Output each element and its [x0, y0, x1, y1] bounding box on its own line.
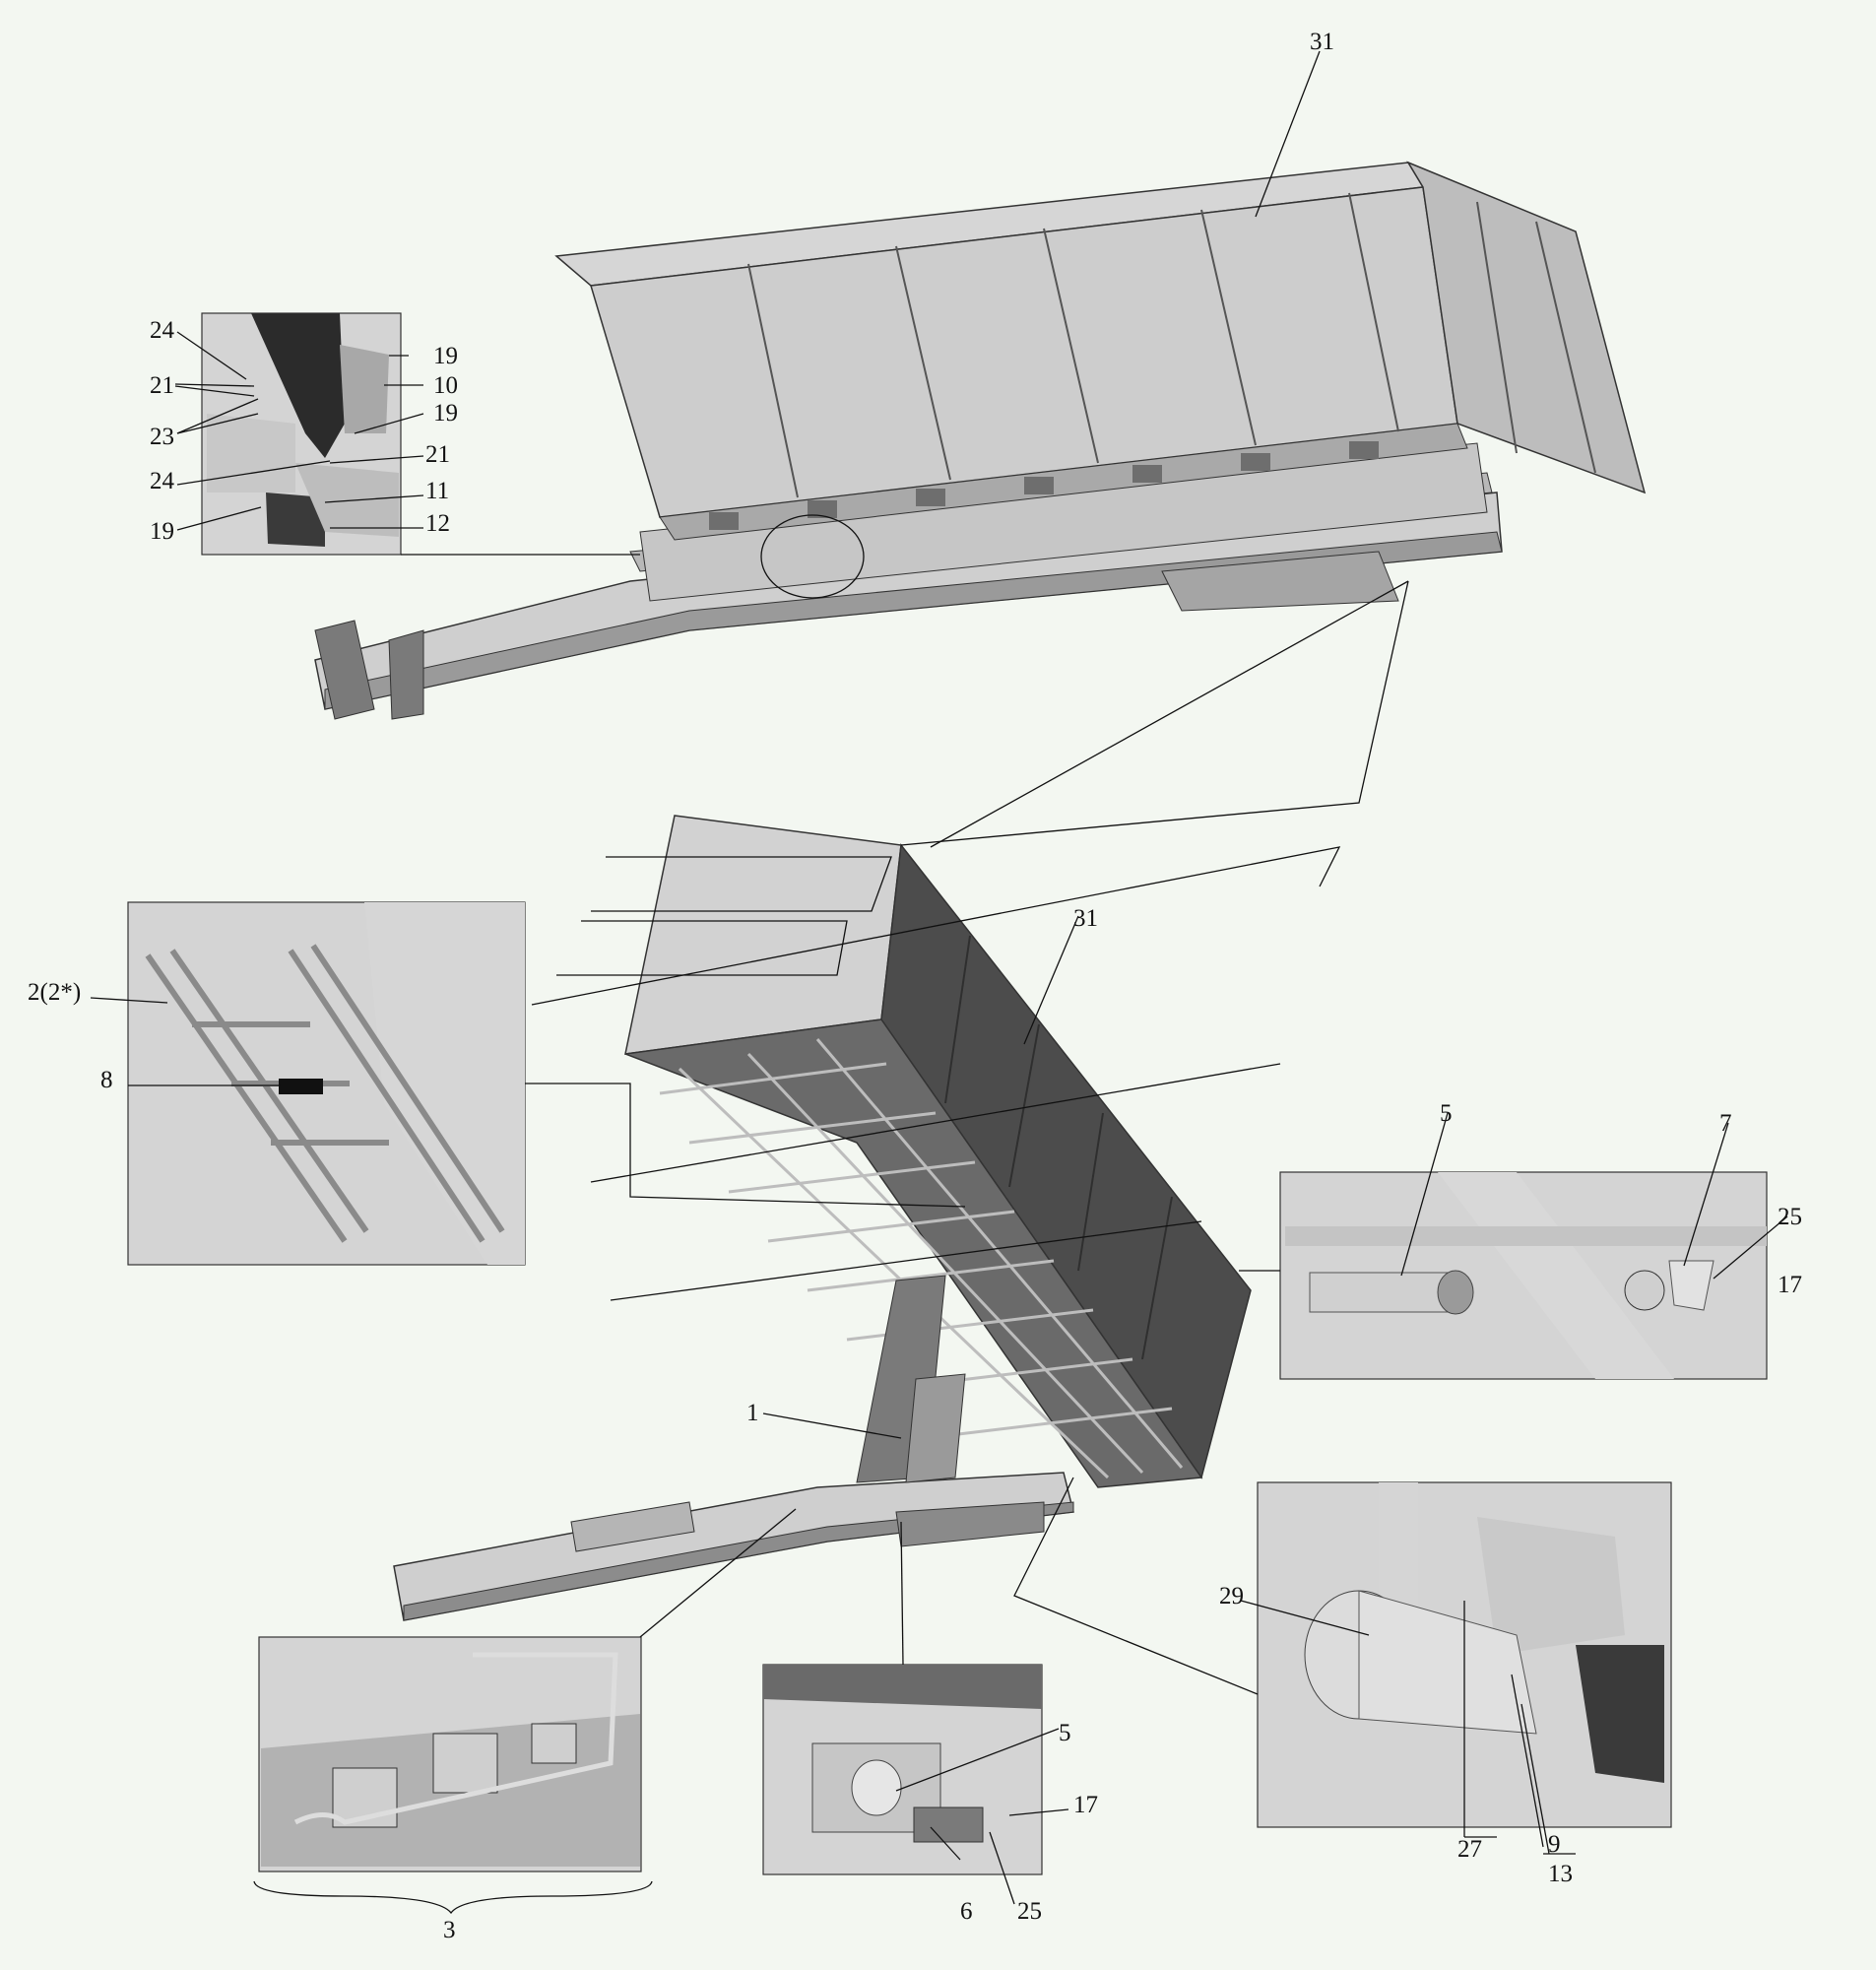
callout-12: 12 — [425, 510, 450, 537]
callout-31-top: 31 — [1310, 29, 1334, 55]
callout-21-b: 21 — [425, 441, 450, 468]
callout-8: 8 — [100, 1067, 113, 1093]
callout-25-bottom: 25 — [1017, 1898, 1042, 1925]
inset-ladder — [127, 901, 526, 1266]
callout-19-a: 19 — [433, 343, 458, 369]
callout-19-left: 19 — [150, 518, 174, 545]
callout-1: 1 — [746, 1400, 759, 1426]
callout-2: 2(2*) — [28, 979, 81, 1006]
callout-27: 27 — [1457, 1836, 1482, 1863]
callout-13: 13 — [1548, 1861, 1573, 1887]
callout-6: 6 — [960, 1898, 973, 1925]
callout-21-a: 21 — [150, 372, 174, 399]
callout-7: 7 — [1719, 1110, 1732, 1137]
callout-24-b: 24 — [150, 468, 175, 494]
callout-23: 23 — [150, 424, 174, 450]
dump-body-raised — [393, 815, 1252, 1621]
callout-9: 9 — [1548, 1831, 1561, 1858]
callout-labels: 31 24 21 23 24 19 19 10 19 21 11 12 31 2… — [28, 29, 1802, 1943]
callout-10: 10 — [433, 372, 458, 399]
leader-lines — [90, 50, 1788, 1915]
callout-5-right: 5 — [1440, 1100, 1453, 1127]
callout-24-a: 24 — [150, 317, 175, 344]
dump-body-lowered — [314, 161, 1647, 720]
callout-25-right: 25 — [1778, 1204, 1802, 1230]
inset-lock-plate — [762, 1664, 1043, 1875]
callout-19-b: 19 — [433, 400, 458, 427]
callout-31-mid: 31 — [1073, 905, 1098, 932]
callout-17-right: 17 — [1778, 1272, 1802, 1298]
callout-3: 3 — [443, 1917, 456, 1943]
motion-outlines — [531, 846, 1341, 1301]
callout-11: 11 — [425, 478, 449, 504]
callout-17-bottom: 17 — [1073, 1792, 1098, 1818]
inset-body-mount-detail — [201, 312, 402, 556]
inset-hydraulic-valve — [258, 1636, 642, 1872]
callout-5-bottom: 5 — [1059, 1720, 1071, 1746]
callout-29: 29 — [1219, 1583, 1244, 1609]
inset-pivot-pin — [1279, 1171, 1768, 1380]
